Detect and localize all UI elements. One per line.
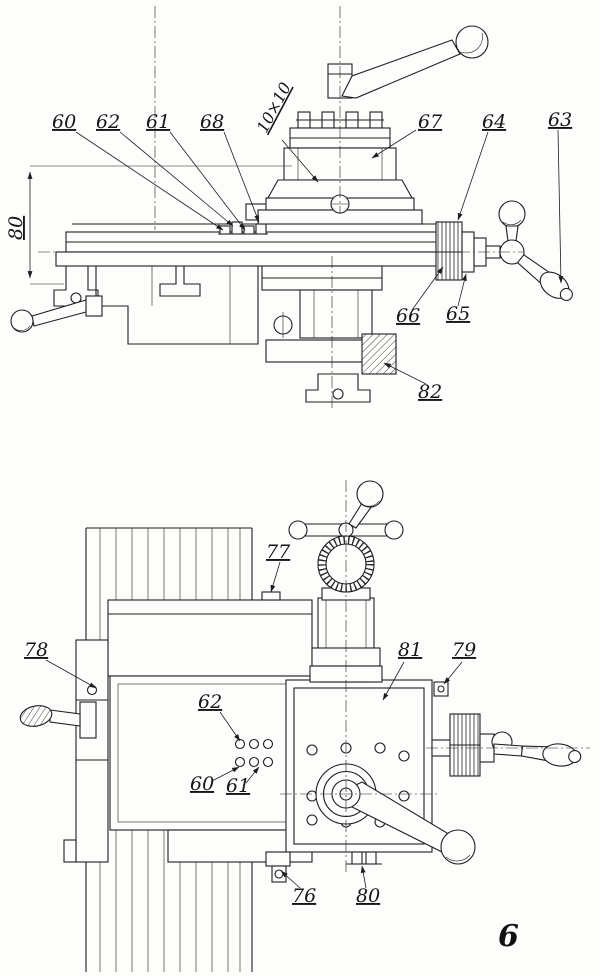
right-crank [431,681,582,777]
handle-ball-icon [356,480,384,508]
tool-post-handle [327,25,489,99]
tool-section-label: 10×10 [253,79,295,136]
handle-grip-icon [19,705,53,727]
apron-bracket [261,265,397,403]
centerlines-top [38,6,524,408]
side-view-drawing: 80 60 62 61 68 10×10 67 64 63 66 65 82 [5,6,573,408]
dim-80-label: 80 [5,216,27,240]
left-handle [19,701,97,739]
left-clamp-lever [10,295,103,333]
callout-62-top: 62 [96,111,120,133]
callout-82: 82 [418,381,442,403]
saddle-top-plate [107,591,313,677]
bottom-fittings [265,851,382,883]
callout-60-bottom: 60 [190,773,214,795]
clamp-lever [345,781,476,865]
gib-screws-plan [234,738,274,768]
page-number: 6 [498,919,519,954]
bottom-view-leaders [45,561,463,889]
crossfeed-crank [498,200,573,302]
crossfeed-dial [435,221,501,281]
callout-66: 66 [396,305,420,327]
plan-view-drawing: 77 78 62 60 61 81 79 76 80 [19,480,590,972]
gib-screws [218,221,268,235]
callout-68: 68 [200,111,224,133]
callout-61-bottom: 61 [226,775,250,797]
left-column [63,639,109,863]
callout-79: 79 [452,639,476,661]
callout-80: 80 [356,885,380,907]
callout-67: 67 [418,111,443,133]
knurled-knob [361,333,397,375]
dimension-80: 80 [5,165,292,285]
callout-78: 78 [24,639,48,661]
handle-ball-icon [455,25,489,59]
callout-62-bottom: 62 [198,691,222,713]
callout-76: 76 [292,885,316,907]
callout-65: 65 [446,303,470,325]
callout-64: 64 [482,111,506,133]
callout-81: 81 [398,639,422,661]
callout-63: 63 [548,109,572,131]
stop-lug [261,591,281,601]
callout-60-top: 60 [52,111,76,133]
lever-ball-icon [440,829,476,865]
lever-ball-icon [10,309,34,333]
centerlines-bottom [280,480,590,874]
callout-77: 77 [266,541,291,563]
top-view-leaders [75,129,564,385]
callout-61-top: 61 [146,111,170,133]
cross-slide [53,223,481,345]
carriage [109,675,313,863]
